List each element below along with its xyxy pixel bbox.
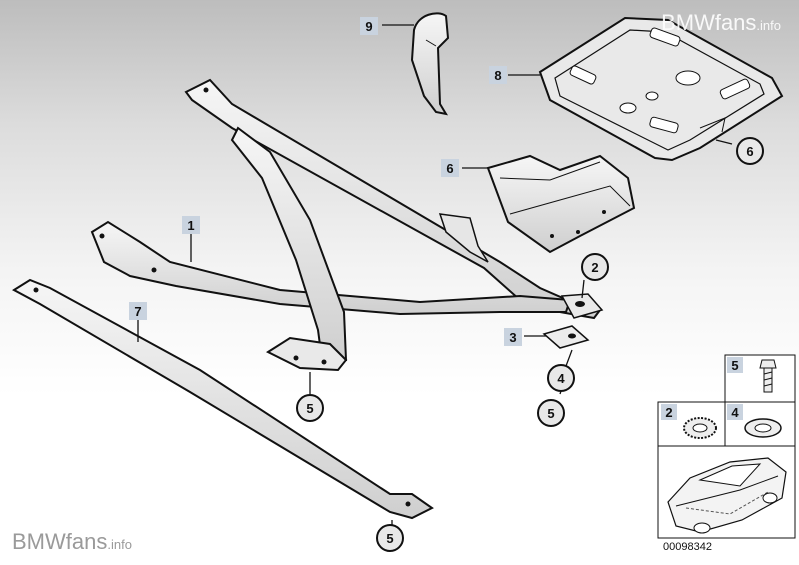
flat-washer-icon	[744, 418, 782, 438]
watermark-top: BMWfans.info	[661, 10, 781, 35]
callout-9: 9	[360, 17, 378, 35]
svg-text:5: 5	[547, 406, 554, 421]
callout-5-circle-right: 5	[537, 399, 565, 427]
callout-4-circle: 4	[547, 364, 575, 392]
bracket-part-9	[410, 12, 450, 116]
callout-2-circle: 2	[581, 253, 609, 281]
svg-text:5: 5	[386, 531, 393, 546]
mounting-plate	[538, 16, 784, 162]
legend-washer-flat-number: 4	[731, 405, 739, 420]
svg-text:6: 6	[746, 144, 753, 159]
x-brace	[90, 78, 604, 372]
svg-text:8: 8	[494, 68, 501, 83]
svg-text:9: 9	[365, 19, 372, 34]
svg-text:6: 6	[446, 161, 453, 176]
heat-shield	[486, 154, 636, 254]
fastener-legend: 5 2 4	[657, 354, 796, 539]
svg-text:5: 5	[306, 401, 313, 416]
diagram-number: 00098342	[663, 541, 712, 553]
svg-text:3: 3	[509, 330, 516, 345]
callout-8: 8	[489, 66, 507, 84]
shim-plate	[542, 325, 590, 349]
svg-text:7: 7	[134, 304, 141, 319]
legend-bolt-number: 5	[731, 358, 738, 373]
long-strut	[12, 278, 434, 520]
callout-5-circle-bottom: 5	[376, 524, 404, 552]
callout-7: 7	[129, 302, 147, 320]
svg-text:2: 2	[591, 260, 598, 275]
callout-6-shield: 6	[441, 159, 459, 177]
svg-text:4: 4	[557, 371, 565, 386]
callout-1: 1	[182, 216, 200, 234]
car-silhouette-icon	[667, 457, 787, 534]
callout-6-circle-plate: 6	[736, 137, 764, 165]
callout-3: 3	[504, 328, 522, 346]
watermark-bottom: BMWfans.info	[12, 529, 132, 554]
leader-lines	[137, 24, 733, 528]
bolt-icon	[759, 359, 777, 393]
callout-5-circle-center: 5	[296, 394, 324, 422]
serrated-washer-icon	[683, 417, 717, 439]
svg-text:1: 1	[187, 218, 194, 233]
legend-washer-serrated-number: 2	[665, 405, 672, 420]
